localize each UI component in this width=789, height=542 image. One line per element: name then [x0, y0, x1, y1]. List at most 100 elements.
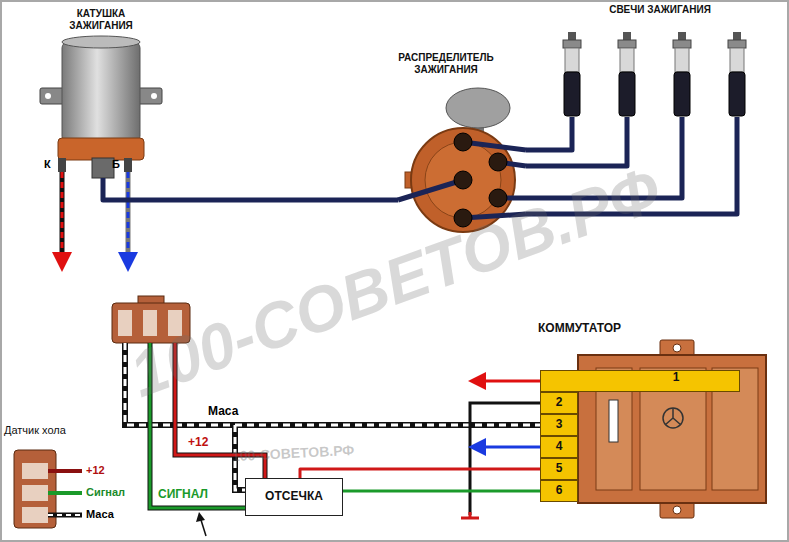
ignition-coil-part [124, 158, 132, 172]
ignition-coil-part [45, 93, 51, 99]
pin-box: 5 [540, 458, 578, 480]
spark-plugs-part [728, 32, 746, 116]
watermark: 100-СОВЕТОВ.РФ [232, 443, 355, 465]
signal-wire [300, 469, 540, 478]
sensor-connector-part [112, 303, 190, 343]
watermark: 100-СОВЕТОВ.РФ [121, 154, 669, 411]
wire-label: +12 [188, 436, 208, 449]
part-title: СВЕЧИ ЗАЖИГАНИЯ [555, 4, 765, 16]
part-title: РАСПРЕДЕЛИТЕЛЬ ЗАЖИГАНИЯ [398, 52, 494, 75]
harness-wires-part [150, 343, 245, 508]
wire-label: Маса [208, 405, 238, 418]
coil-output-wires [52, 172, 138, 272]
part-title: КАТУШКА ЗАЖИГАНИЯ [51, 8, 151, 31]
commutator-body-part [665, 408, 681, 425]
spark-plugs-part [618, 32, 636, 116]
commutator-body-part [663, 408, 683, 428]
commutator-body-part [712, 368, 758, 490]
high-voltage-wire [526, 117, 737, 214]
ignition-coil-part [58, 158, 66, 172]
hall-sensor-group: Датчик хола [4, 424, 94, 528]
ignition-coil-part [62, 42, 140, 142]
spark-plug-group: СВЕЧИ ЗАЖИГАНИЯ [555, 4, 765, 117]
commutator-body-part [609, 400, 618, 442]
box-label: ОТСЕЧКА [265, 490, 323, 504]
hall-sensor-part [48, 491, 82, 495]
commutator-body-part [640, 368, 706, 490]
part-title: КОММУТАТОР [538, 322, 768, 336]
hall-sensor-part [48, 513, 82, 518]
pin-box: 1 [540, 370, 740, 392]
pin-number: 5 [556, 462, 563, 476]
coil-output-wires-part [127, 172, 130, 254]
distributor-part [446, 88, 510, 128]
harness-wires [125, 343, 540, 536]
high-voltage-wire [526, 117, 682, 198]
harness-wires-part [482, 380, 540, 383]
distributor-part [454, 209, 472, 227]
high-voltage-wire [103, 178, 398, 200]
spark-plugs [563, 32, 746, 116]
high-voltage-wire [526, 117, 627, 166]
terminal-label: К [44, 158, 51, 170]
hall-sensor-part [48, 469, 82, 473]
hall-sensor [14, 450, 82, 528]
ignition-coil-part [138, 88, 162, 104]
commutator-body-part [673, 344, 681, 352]
commutator-body [578, 340, 766, 518]
commutator-group: 1 2 3 4 5 6 КОММУТАТОР [538, 322, 768, 505]
pin-box: 3 [540, 414, 578, 436]
harness-wires-part [175, 343, 265, 478]
commutator-body-part [673, 506, 681, 514]
sensor-connector-part [143, 310, 157, 336]
harness-wires-part [461, 512, 479, 518]
distributor-part [454, 171, 472, 189]
pin-box: 2 [540, 392, 578, 414]
coil-group: КАТУШКА ЗАЖИГАНИЯ [30, 8, 172, 178]
cutoff-box: ОТСЕЧКА [245, 478, 343, 516]
coil-output-wires-part [52, 252, 72, 272]
ignition-coil-part [40, 88, 64, 104]
high-voltage-wire [526, 117, 572, 150]
part-title: Датчик хола [4, 424, 94, 437]
commutator-body-part [578, 355, 766, 503]
harness-wires-part [150, 343, 245, 508]
ignition-coil-part [92, 158, 114, 178]
pin-label: Сигнал [86, 486, 125, 498]
distributor-part [489, 153, 507, 171]
pin-number: 2 [556, 396, 563, 410]
hall-sensor-part [22, 507, 48, 523]
sensor-connector [112, 296, 190, 343]
distributor-group: РАСПРЕДЕЛИТЕЛЬ ЗАЖИГАНИЯ [398, 52, 526, 237]
harness-wires-part [468, 372, 486, 390]
terminal-label: Б [112, 158, 120, 170]
wire-label: СИГНАЛ [158, 488, 208, 501]
hall-sensor-part [48, 514, 82, 516]
pin-number: 3 [556, 418, 563, 432]
signal-wire [343, 490, 540, 493]
coil-output-wires-part [126, 172, 131, 254]
distributor-part [489, 189, 507, 207]
pin-label: Маса [86, 508, 114, 520]
distributor-part [454, 133, 472, 151]
spark-plugs-part [673, 32, 691, 116]
coil-output-wires-part [118, 252, 138, 272]
pin-box: 6 [540, 480, 578, 502]
harness-wires-part [468, 438, 486, 456]
ignition-coil-part [62, 36, 140, 48]
spark-plugs-part [563, 32, 581, 116]
pin-number: 4 [556, 440, 563, 454]
ignition-coil [40, 36, 162, 178]
harness-wires-part [125, 343, 540, 490]
sensor-connector-part [168, 310, 182, 336]
pin-number: 6 [556, 484, 563, 498]
ignition-coil-part [58, 138, 144, 160]
harness-wires-part [482, 446, 540, 449]
distributor-part [425, 142, 501, 218]
